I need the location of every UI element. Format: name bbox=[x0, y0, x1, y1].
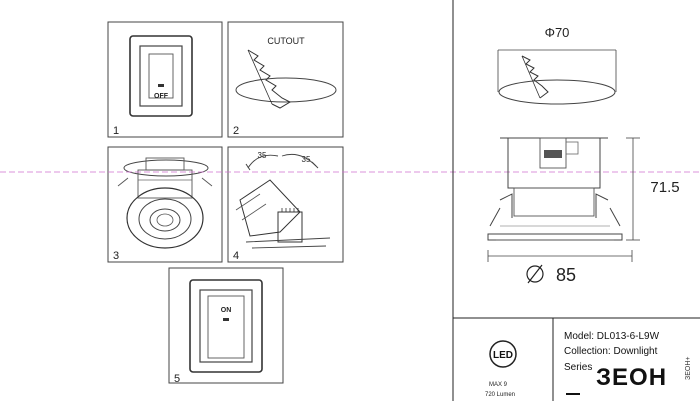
saw-icon bbox=[521, 55, 549, 99]
step-5-panel: ON 5 bbox=[168, 267, 284, 385]
step-1-number: 1 bbox=[113, 125, 119, 137]
step-5-number: 5 bbox=[174, 373, 180, 385]
step-4-number: 4 bbox=[233, 250, 239, 262]
step-2-number: 2 bbox=[233, 125, 239, 137]
cutout-drawing: Φ70 bbox=[497, 25, 617, 105]
off-switch-label: OFF bbox=[154, 93, 169, 100]
step-3-panel: 3 bbox=[107, 146, 223, 263]
saw-icon bbox=[247, 49, 292, 109]
step-3-number: 3 bbox=[113, 250, 119, 262]
outer-diameter-dimension: 85 bbox=[556, 265, 576, 285]
step-2-panel: CUTOUT 2 bbox=[227, 21, 344, 138]
cutout-label: CUTOUT bbox=[267, 36, 305, 46]
diameter-icon bbox=[526, 264, 544, 284]
model-text: Model: DL013-6-L9W bbox=[564, 331, 660, 342]
height-dimension: 71.5 bbox=[650, 179, 679, 196]
lumen-text: 720 Lumen bbox=[485, 392, 515, 398]
series-text: Series: Phill bbox=[564, 362, 617, 373]
max-power-text: MAX 9 bbox=[489, 382, 508, 388]
step-4-panel: 35 35 4 bbox=[227, 146, 344, 263]
brand-side-text: ЗЕОН+ bbox=[685, 357, 692, 381]
angle-right-label: 35 bbox=[302, 155, 311, 164]
step-1-panel: OFF 1 bbox=[107, 21, 223, 138]
collection-text: Collection: Downlight bbox=[564, 346, 658, 357]
led-badge-text: LED bbox=[493, 350, 513, 361]
on-switch-label: ON bbox=[221, 307, 232, 314]
cutout-diameter-label: Φ70 bbox=[545, 25, 570, 40]
brand-logo: ЗЕОН bbox=[596, 364, 667, 391]
angle-left-label: 35 bbox=[258, 151, 267, 160]
led-badge: LED bbox=[489, 340, 517, 368]
info-block: LED MAX 9 720 Lumen Model: DL013-6-L9W C… bbox=[453, 317, 700, 401]
downlight-side-drawing: 71.5 85 bbox=[487, 137, 680, 285]
